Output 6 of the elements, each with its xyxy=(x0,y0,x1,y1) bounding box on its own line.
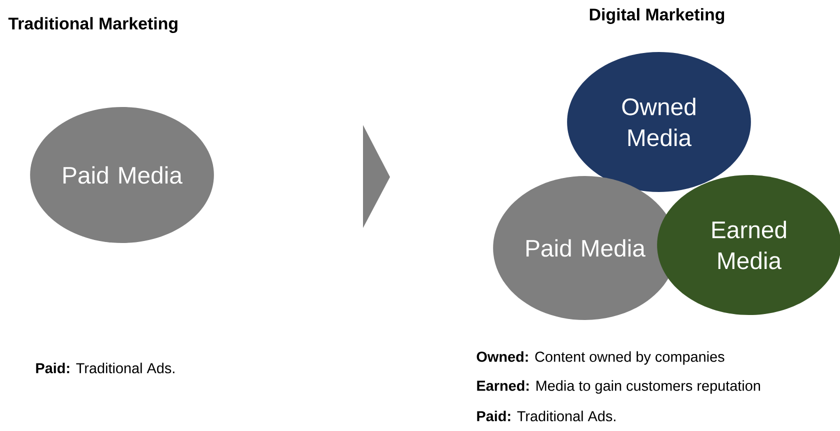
legend-note: Earned: Media to gain customers reputation xyxy=(477,380,760,394)
section-title: Traditional Marketing xyxy=(8,17,178,33)
legend-note: Paid: Traditional Ads. xyxy=(36,362,174,374)
section-title: Digital Marketing xyxy=(590,8,724,24)
legend-note: Owned: Content owned by companies xyxy=(476,351,724,365)
legend-note: Paid: Traditional Ads. xyxy=(477,410,616,422)
